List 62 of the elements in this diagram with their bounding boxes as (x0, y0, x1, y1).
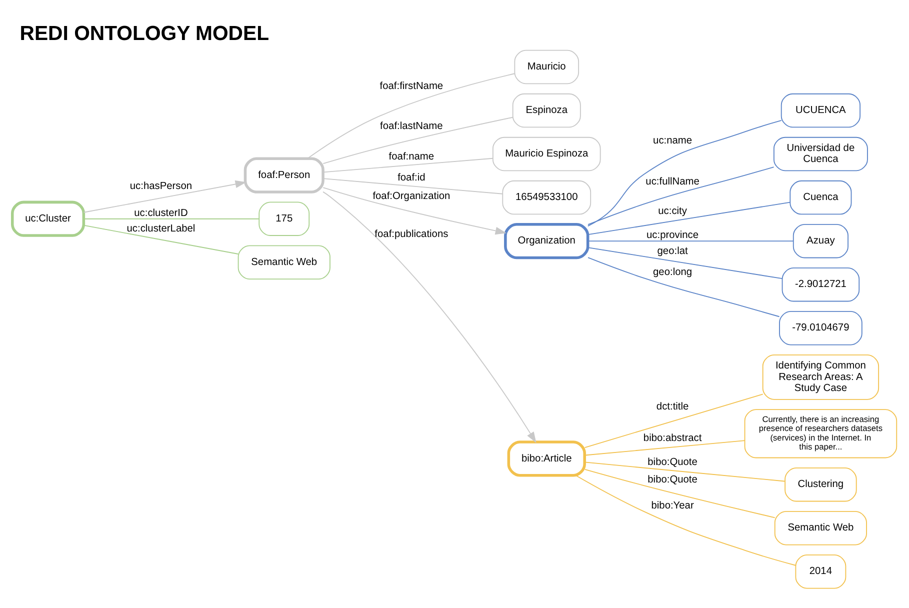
edge-label: uc:hasPerson (130, 180, 192, 192)
node-box: foaf:Person (244, 156, 324, 193)
edge-label: foaf:Organization (372, 190, 450, 202)
node-box: Semantic Web (774, 510, 867, 545)
connector (322, 157, 494, 172)
node-box: Clustering (784, 466, 857, 502)
edge-label: foaf:publications (374, 228, 448, 240)
node-box: Azuay (792, 223, 848, 258)
edge-label: uc:clusterID (134, 207, 188, 218)
node-box: Currently, there is an increasing presence of researchers datasets (services) in the Internet. In this paper... (744, 408, 898, 458)
connector (306, 72, 516, 159)
edge-label: foaf:id (398, 172, 426, 184)
edge-label: bibo:abstract (643, 432, 702, 444)
connector (588, 246, 783, 279)
connector (587, 120, 782, 226)
edge-label: bibo:Quote (648, 456, 698, 468)
edge-label: geo:lat (657, 245, 688, 256)
connector (584, 461, 786, 482)
connector (575, 474, 796, 566)
connector (584, 440, 746, 456)
edge-label: uc:clusterLabel (126, 223, 196, 234)
node-box: bibo:Article (507, 440, 586, 476)
edge-label: bibo:Year (651, 500, 694, 511)
edge-label: uc:city (658, 206, 687, 217)
node-box: Mauricio Espinoza (492, 136, 601, 171)
edge-label: dct:title (656, 400, 689, 412)
node-box: Espinoza (512, 92, 581, 128)
edge-label: geo:long (653, 266, 692, 278)
connector (588, 240, 794, 242)
connector (322, 116, 513, 164)
connector (83, 224, 239, 254)
arrow (83, 180, 246, 212)
node-box: 2014 (795, 554, 846, 588)
node-box: Cuenca (790, 180, 852, 214)
connector (584, 393, 764, 448)
edge-label: uc:name (653, 135, 692, 146)
node-box: Mauricio (514, 49, 580, 84)
node-box: uc:Cluster (10, 200, 86, 236)
node-box: -79.0104679 (779, 310, 862, 345)
edge-label: bibo:Quote (648, 474, 698, 486)
edge-label: uc:province (646, 230, 699, 241)
edge-label: foaf:firstName (380, 80, 444, 92)
node-box: 175 (258, 201, 310, 236)
connector (584, 468, 776, 518)
edge-label: foaf:lastName (380, 120, 443, 132)
connector (588, 166, 774, 225)
arrow (322, 186, 507, 234)
node-box: UCUENCA (780, 92, 861, 128)
node-box: Identifying Common Research Areas: A Study Case (762, 354, 880, 400)
connector (83, 218, 260, 219)
diagram-title: REDI ONTOLOGY MODEL (20, 22, 270, 44)
arrow (322, 190, 536, 442)
edge-label: foaf:name (388, 150, 434, 162)
connector (588, 201, 790, 235)
node-box: 16549533100 (502, 180, 592, 214)
edge-label: uc:fullName (646, 176, 700, 187)
connector (322, 178, 504, 194)
node-box: Semantic Web (238, 244, 330, 279)
node-box: -2.9012721 (782, 266, 860, 302)
node-box: Organization (504, 222, 590, 259)
node-box: Universidad de Cuenca (773, 136, 868, 171)
connector (588, 256, 780, 317)
